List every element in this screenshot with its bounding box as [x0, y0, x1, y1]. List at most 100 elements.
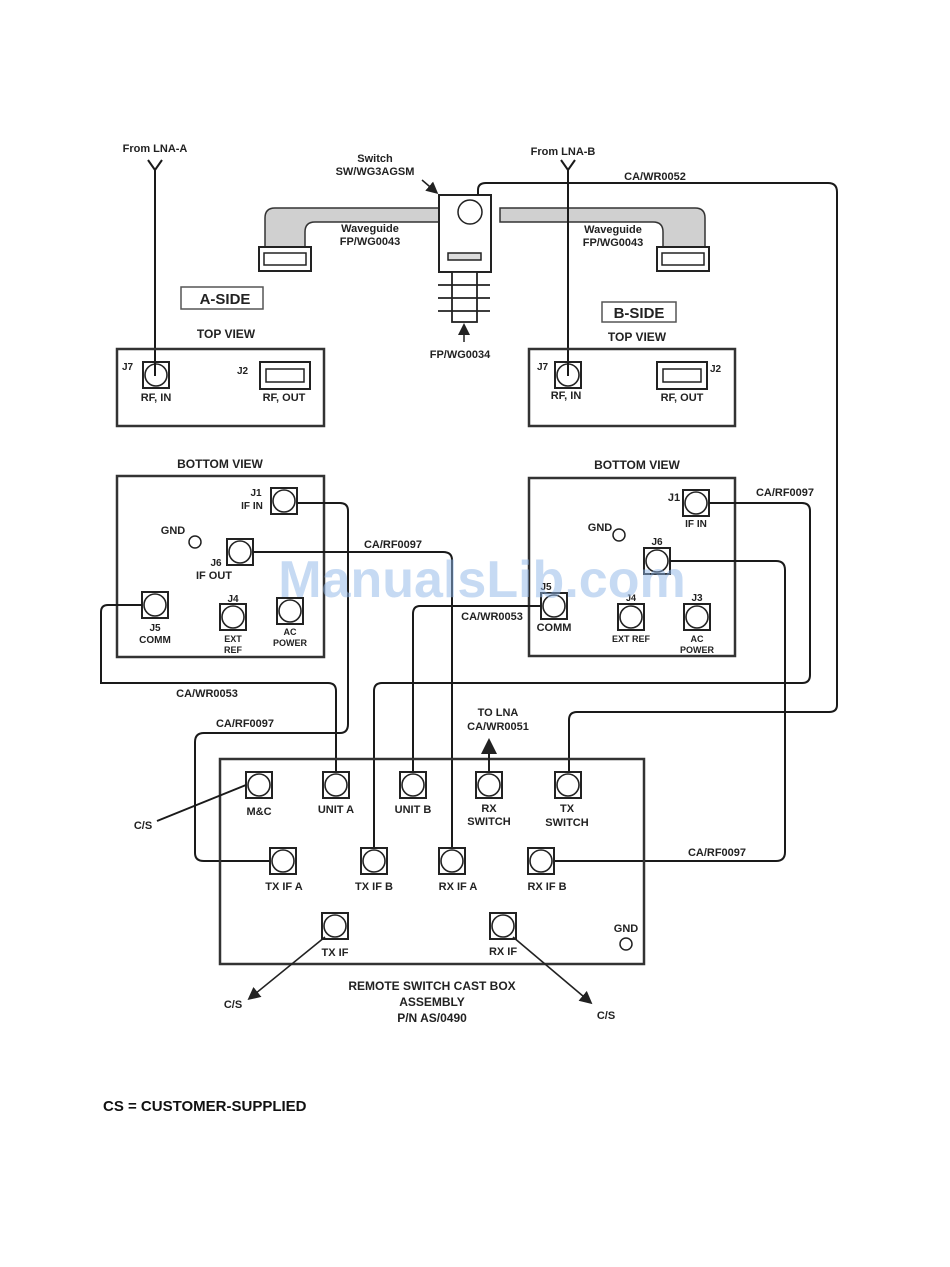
- mc-label: M&C: [246, 806, 271, 818]
- a-j3-name-2: POWER: [273, 638, 308, 648]
- watermark: ManualsLib.com: [278, 551, 685, 609]
- from-lna-b-label: From LNA-B: [531, 146, 596, 158]
- a-j4-connector: [219, 603, 247, 631]
- box-gnd-terminal: [619, 937, 633, 951]
- box-title-2: ASSEMBLY: [399, 995, 465, 1009]
- rx-if-a-connector[interactable]: [438, 847, 466, 875]
- a-j6-label: J6: [210, 558, 222, 569]
- b-top-view-title: TOP VIEW: [608, 330, 667, 344]
- rx-switch-label-1: RX: [481, 803, 497, 815]
- a-j6-connector: [226, 538, 254, 566]
- b-j1-connector: [682, 489, 710, 517]
- a-j1-label: J1: [250, 488, 262, 499]
- b-j4-name: EXT REF: [612, 634, 651, 644]
- a-side-badge-label: A-SIDE: [200, 291, 251, 308]
- tx-if-a-label: TX IF A: [265, 881, 303, 893]
- b-j2-label: J2: [710, 364, 722, 375]
- a-j7-label: J7: [122, 362, 134, 373]
- a-gnd-label: GND: [161, 525, 186, 537]
- b-side-badge: [601, 301, 677, 323]
- unit-b-connector[interactable]: [399, 771, 427, 799]
- to-lna-label: TO LNA: [478, 707, 519, 719]
- cable-a-comm: [100, 604, 337, 772]
- b-j3-connector: [683, 603, 711, 631]
- rx-if-label: RX IF: [489, 946, 517, 958]
- b-j4-label: J4: [626, 593, 636, 603]
- switch-title: Switch: [357, 153, 393, 165]
- a-top-view-panel: [115, 347, 326, 428]
- a-j5-connector: [141, 591, 169, 619]
- rx-if-b-label: RX IF B: [527, 881, 566, 893]
- tx-if-b-connector[interactable]: [360, 847, 388, 875]
- remote-switch-box: [218, 757, 646, 966]
- tx-if-connector[interactable]: [321, 912, 349, 940]
- b-top-view-panel: [527, 347, 737, 428]
- cable-b-if-in: [373, 502, 811, 848]
- b-j2-name: RF, OUT: [661, 392, 704, 404]
- tx-switch-label-1: TX: [560, 803, 575, 815]
- cable-a-if-out-label: CA/RF0097: [364, 539, 422, 551]
- a-j4-label: J4: [227, 594, 239, 605]
- a-bottom-view-panel: [115, 474, 326, 659]
- footnote: CS = CUSTOMER-SUPPLIED: [103, 1098, 307, 1115]
- rx-switch-connector[interactable]: [475, 771, 503, 799]
- waveguide-right: [499, 207, 710, 272]
- lna-b-feed: [560, 159, 576, 376]
- b-j5-name: COMM: [537, 622, 572, 634]
- cable-b-comm-label: CA/WR0053: [461, 611, 523, 623]
- a-j1-connector: [270, 487, 298, 515]
- unit-a-connector[interactable]: [322, 771, 350, 799]
- a-bottom-view-title: BOTTOM VIEW: [177, 457, 263, 471]
- cable-a-if-in-label: CA/RF0097: [216, 718, 274, 730]
- cable-ca-wr0052-label: CA/WR0052: [624, 171, 686, 183]
- flange-part: FP/WG0034: [430, 349, 491, 361]
- cable-b-if-out: [554, 560, 786, 862]
- rx-switch-label-2: SWITCH: [467, 816, 510, 828]
- cs-rx-label: C/S: [597, 1010, 615, 1022]
- a-j4-name-2: REF: [224, 645, 243, 655]
- cs-tx-lead: [247, 936, 326, 1001]
- unit-b-label: UNIT B: [395, 804, 432, 816]
- b-j1-label: J1: [668, 492, 680, 504]
- box-title-3: P/N AS/0490: [397, 1011, 467, 1025]
- cs-rx-lead: [512, 936, 593, 1005]
- lna-a-feed: [147, 159, 163, 376]
- b-bottom-view-panel: [527, 476, 737, 658]
- a-j4-name-1: EXT: [224, 634, 242, 644]
- b-j5-label: J5: [540, 582, 552, 593]
- unit-a-label: UNIT A: [318, 804, 354, 816]
- cable-ca-wr0052: [477, 182, 838, 772]
- b-bottom-view-title: BOTTOM VIEW: [594, 458, 680, 472]
- b-j7-label: J7: [537, 362, 549, 373]
- b-gnd-terminal: [612, 528, 626, 542]
- tx-if-a-connector[interactable]: [269, 847, 297, 875]
- switch-part: SW/WG3AGSM: [336, 166, 415, 178]
- tx-switch-connector[interactable]: [554, 771, 582, 799]
- box-title-1: REMOTE SWITCH CAST BOX: [348, 979, 515, 993]
- a-top-view-title: TOP VIEW: [197, 327, 256, 341]
- rx-if-a-label: RX IF A: [439, 881, 478, 893]
- cable-b-if-out-label: CA/RF0097: [688, 847, 746, 859]
- waveguide-right-title: Waveguide: [584, 224, 642, 236]
- rx-if-connector[interactable]: [489, 912, 517, 940]
- cable-b-comm: [412, 605, 541, 772]
- b-j7-name: RF, IN: [551, 390, 582, 402]
- mc-connector[interactable]: [245, 771, 273, 799]
- cs-mc-lead: [156, 784, 247, 822]
- tx-switch-label-2: SWITCH: [545, 817, 588, 829]
- cable-a-comm-label: CA/WR0053: [176, 688, 238, 700]
- cable-a-if-out: [253, 551, 453, 848]
- a-j3-name-1: AC: [284, 627, 297, 637]
- rx-if-b-connector[interactable]: [527, 847, 555, 875]
- waveguide-left-title: Waveguide: [341, 223, 399, 235]
- b-j1-name: IF IN: [685, 519, 707, 530]
- b-j3-name-2: POWER: [680, 645, 715, 655]
- cs-tx-label: C/S: [224, 999, 242, 1011]
- b-j3-name-1: AC: [691, 634, 704, 644]
- b-j6-label: J6: [651, 537, 663, 548]
- a-j5-label: J5: [149, 623, 161, 634]
- a-side-badge: [180, 286, 264, 310]
- from-lna-a-label: From LNA-A: [123, 143, 188, 155]
- waveguide-switch: [421, 179, 492, 342]
